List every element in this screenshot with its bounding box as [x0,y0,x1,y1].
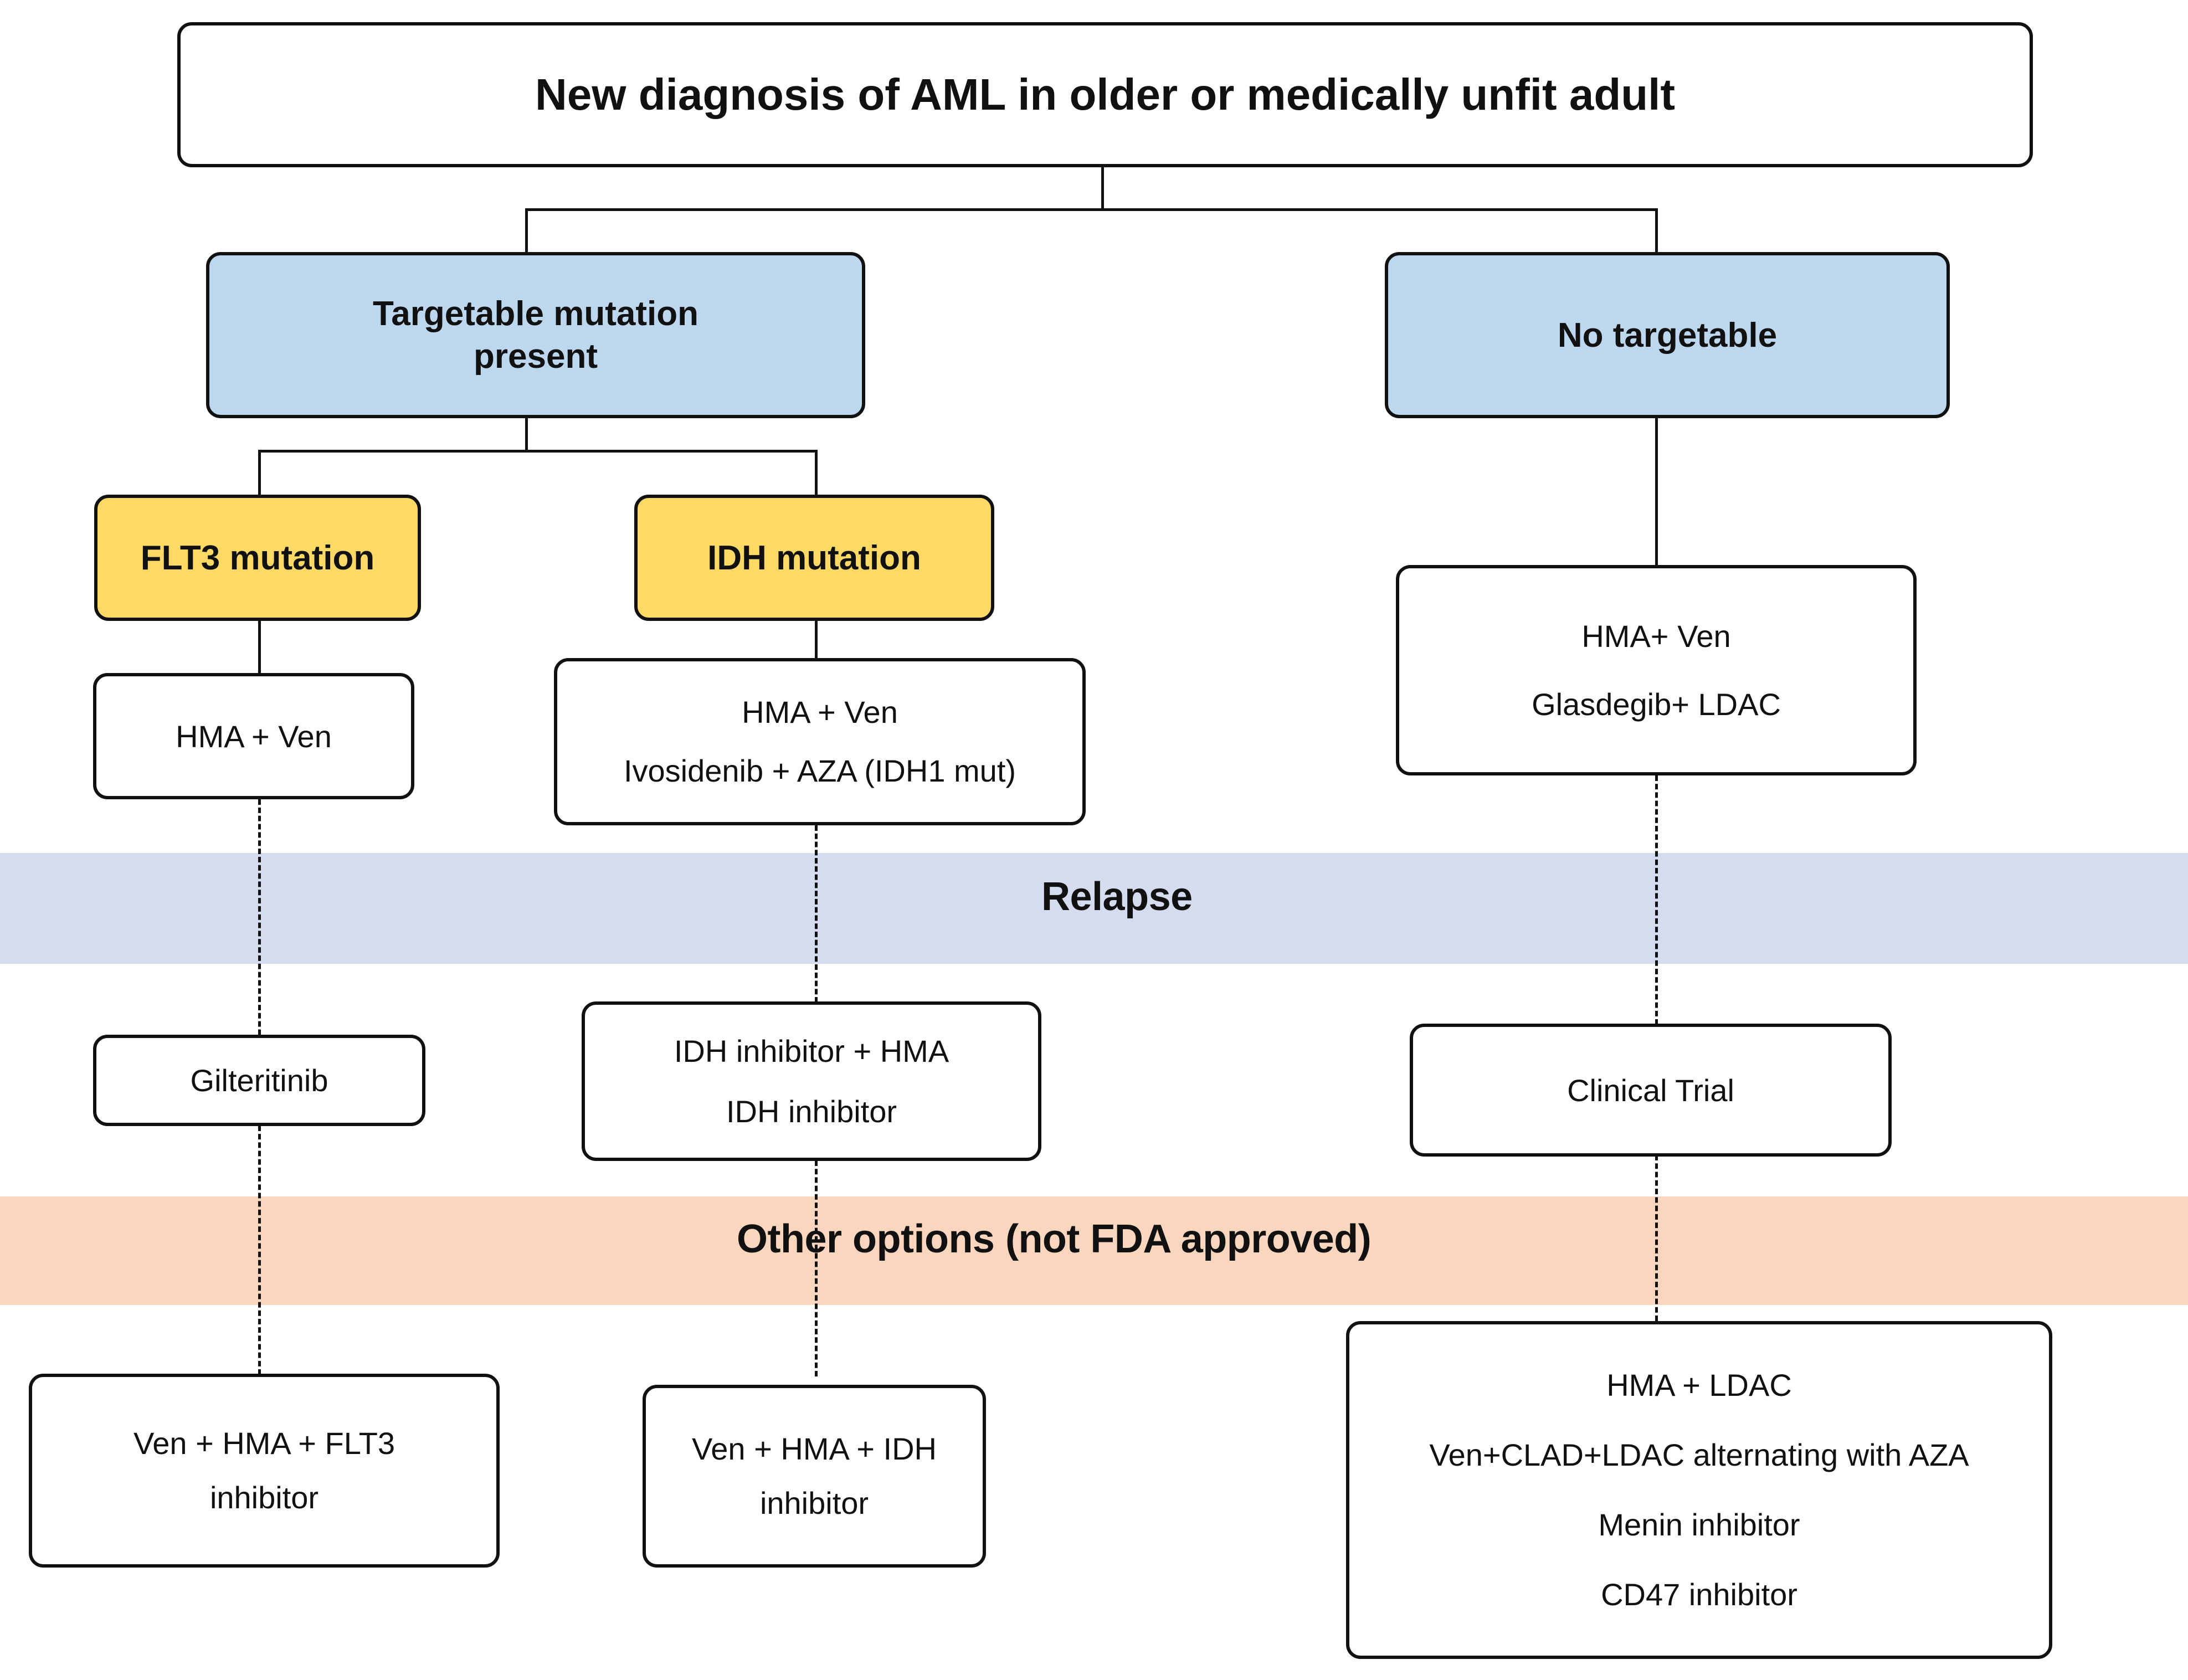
node-idh-other-options-treatment[interactable]: Ven + HMA + IDH inhibitor [643,1385,986,1568]
connector-to-no-targetable [1655,208,1658,254]
node-idh-relapse-treatment[interactable]: IDH inhibitor + HMA IDH inhibitor [582,1001,1041,1161]
dashed-no-targetable-to-other-options [1655,1155,1658,1321]
node-no-targetable-other-options-treatment[interactable]: HMA + LDAC Ven+CLAD+LDAC alternating wit… [1346,1321,2052,1659]
node-no-targetable-frontline-line1: HMA+ Ven [1581,618,1731,654]
connector-no-targetable-to-treatment [1655,417,1658,566]
connector-to-flt3 [258,450,261,495]
relapse-band-label: Relapse [1041,875,1193,919]
connector-to-idh [815,450,818,495]
node-idh-mutation-label: IDH mutation [707,538,921,577]
node-no-targetable-relapse-treatment[interactable]: Clinical Trial [1410,1024,1892,1157]
node-flt3-other-line1: Ven + HMA + FLT3 [133,1426,396,1461]
dashed-flt3-to-relapse [258,799,261,1060]
node-flt3-frontline-line1: HMA + Ven [176,718,332,754]
node-flt3-other-options-treatment[interactable]: Ven + HMA + FLT3 inhibitor [29,1374,500,1568]
node-no-targetable-frontline-treatment[interactable]: HMA+ Ven Glasdegib+ LDAC [1396,565,1917,775]
relapse-band [0,853,2188,964]
node-no-targetable-relapse-line1: Clinical Trial [1567,1072,1734,1108]
node-targetable-line1: Targetable mutation [373,294,698,333]
dashed-flt3-to-other-options [258,1126,261,1375]
node-idh-frontline-line2: Ivosidenib + AZA (IDH1 mut) [623,753,1016,788]
node-idh-frontline-treatment[interactable]: HMA + Ven Ivosidenib + AZA (IDH1 mut) [554,658,1086,825]
connector-to-targetable [525,208,528,254]
node-idh-other-line2: inhibitor [759,1486,869,1520]
connector-targetable-split [258,450,818,453]
node-idh-relapse-line2: IDH inhibitor [726,1094,897,1129]
node-no-targetable-other-line2: Ven+CLAD+LDAC alternating with AZA [1429,1437,1969,1472]
node-flt3-mutation[interactable]: FLT3 mutation [94,495,421,621]
dashed-no-targetable-to-relapse [1655,775,1658,1025]
node-idh-mutation[interactable]: IDH mutation [634,495,994,621]
other-options-band [0,1196,2188,1305]
node-targetable-line2: present [474,337,598,376]
node-flt3-relapse-treatment[interactable]: Gilteritinib [93,1035,425,1126]
node-flt3-other-line2: inhibitor [209,1480,319,1515]
node-no-targetable-other-line3: Menin inhibitor [1598,1507,1800,1542]
node-new-diagnosis-label: New diagnosis of AML in older or medical… [535,70,1675,119]
other-options-band-label: Other options (not FDA approved) [737,1217,1372,1261]
node-no-targetable-label: No targetable [1557,316,1778,355]
node-new-diagnosis[interactable]: New diagnosis of AML in older or medical… [177,22,2033,167]
dashed-idh-to-other-options [815,1160,818,1376]
connector-flt3-to-treatment [258,619,261,675]
connector-idh-to-treatment [815,619,818,659]
connector-root-split [525,208,1658,211]
node-flt3-relapse-line1: Gilteritinib [190,1063,328,1098]
connector-root-stem [1101,166,1104,210]
node-idh-other-line1: Ven + HMA + IDH [692,1431,937,1466]
node-no-targetable-other-line1: HMA + LDAC [1606,1368,1792,1402]
dashed-idh-to-relapse [815,825,818,1003]
node-flt3-mutation-label: FLT3 mutation [140,538,375,577]
node-no-targetable-other-line4: CD47 inhibitor [1601,1577,1797,1612]
node-targetable-mutation-present[interactable]: Targetable mutation present [206,252,865,418]
node-idh-frontline-line1: HMA + Ven [742,694,898,729]
node-no-targetable-frontline-line2: Glasdegib+ LDAC [1532,687,1781,722]
node-flt3-frontline-treatment[interactable]: HMA + Ven [93,673,414,799]
connector-targetable-stem [525,417,528,452]
node-idh-relapse-line1: IDH inhibitor + HMA [674,1033,949,1068]
node-no-targetable[interactable]: No targetable [1385,252,1950,418]
